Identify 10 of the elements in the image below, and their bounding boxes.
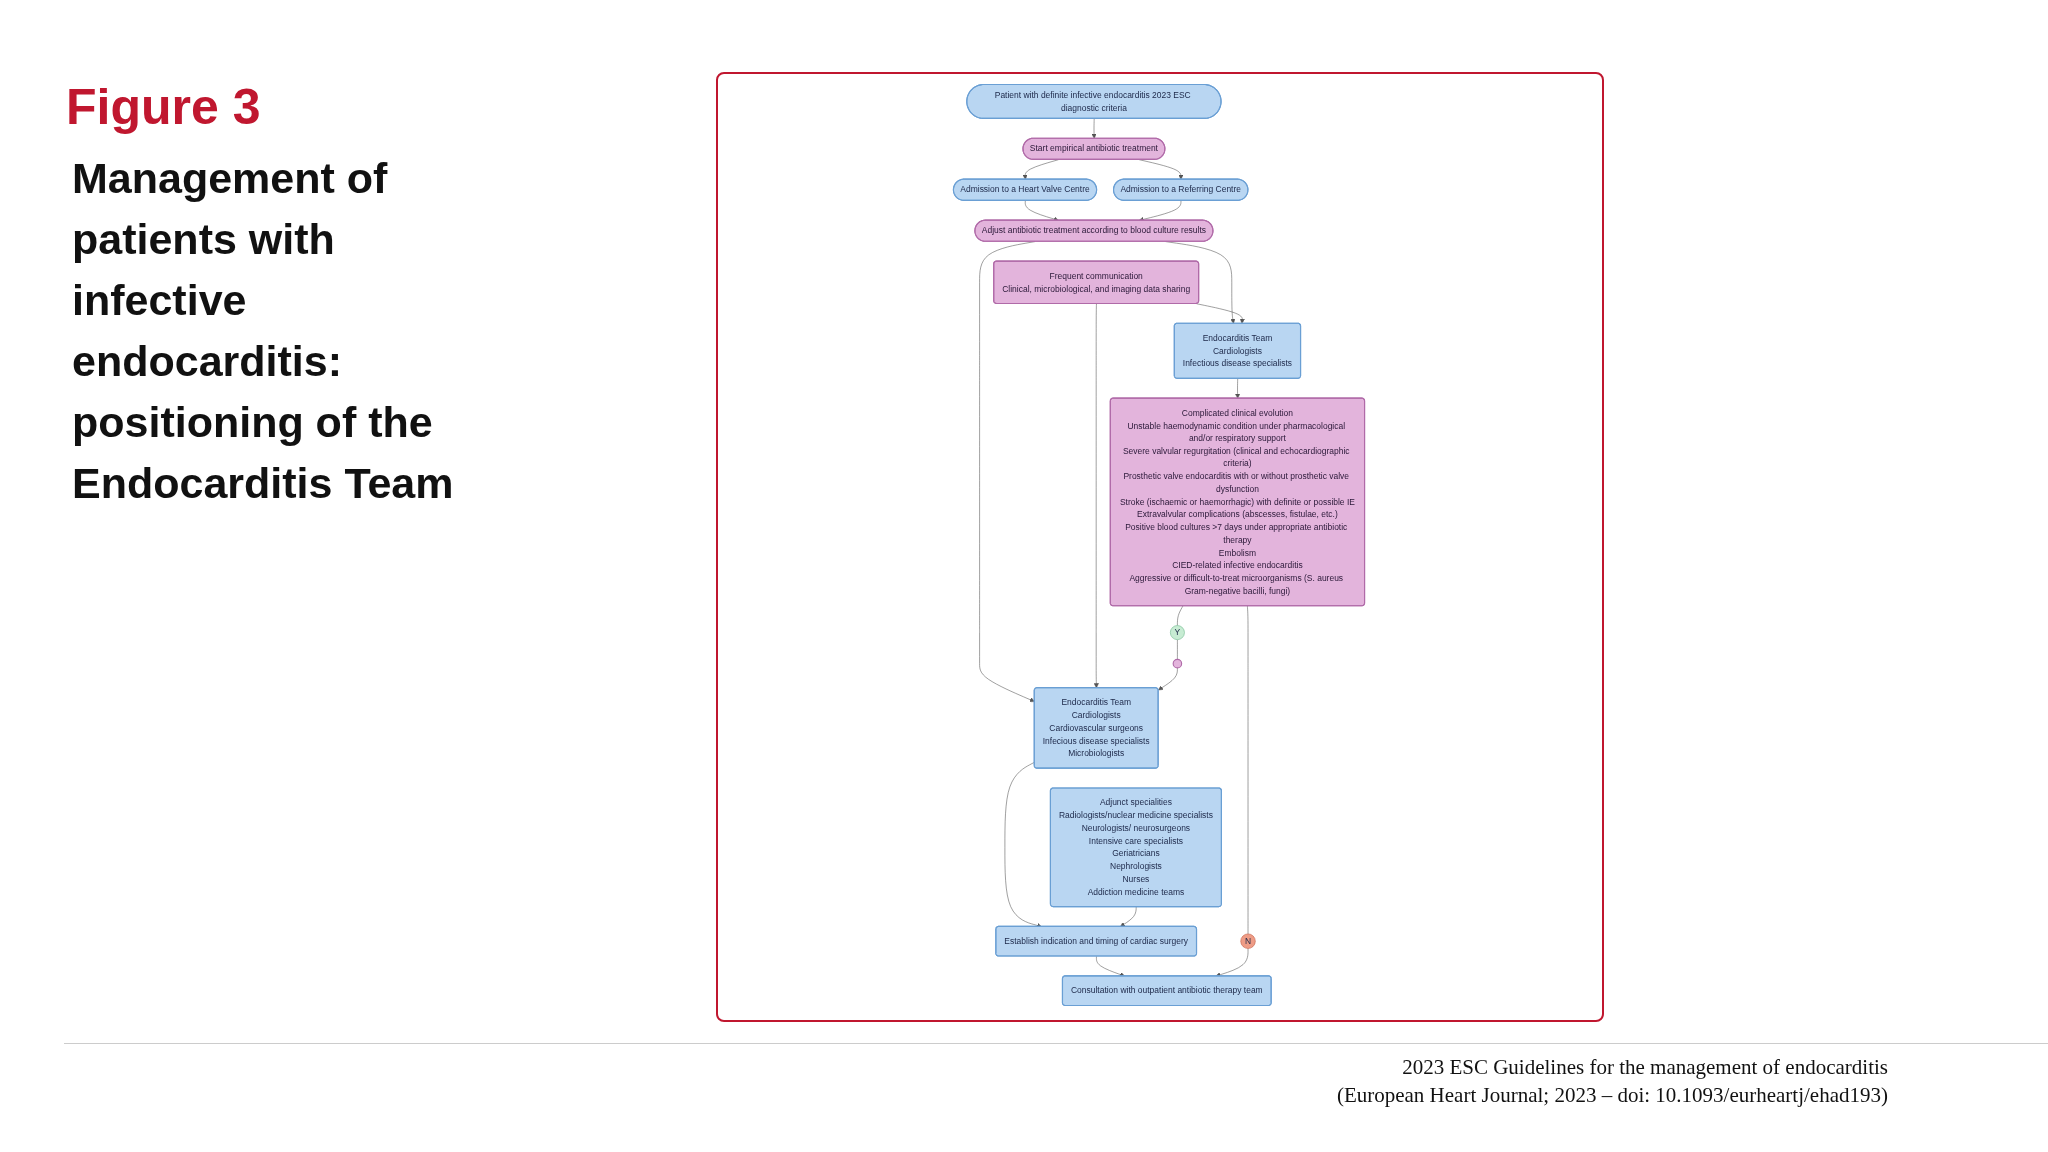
node-circle: N [1240, 933, 1256, 949]
connector [1177, 605, 1184, 626]
citation: (European Heart Journal; 2023 – doi: 10.1093/eurheartj/ehad193) [1336, 1083, 1888, 1108]
node-circle: Y [1170, 625, 1185, 640]
figure-title: Figure 3 [66, 78, 261, 136]
connector [1247, 605, 1249, 935]
figure-heading: Management of patients with infective endocarditis: positioning of the Endocarditis Team [72, 153, 455, 509]
connector [1177, 639, 1178, 660]
citation: 2023 ESC Guidelines for the management of endocarditis [1402, 1055, 1888, 1080]
node-circle [1172, 658, 1183, 669]
